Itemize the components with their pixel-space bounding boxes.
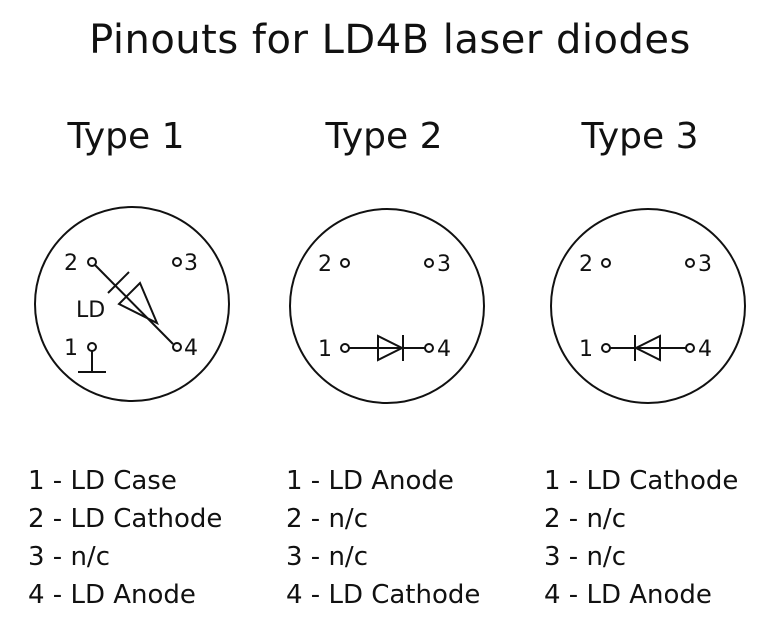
type-2-pin-4-desc: 4 - LD Cathode [286,580,481,610]
type-2-heading: Type 2 [325,116,443,157]
type-3-pin-4-desc: 4 - LD Anode [544,580,712,610]
type-2-pin-1-label: 1 [318,337,332,362]
type-3-pin-2-label: 2 [579,252,593,277]
type-2-diode-triangle [377,334,405,362]
type-3-pin-4-dot [685,343,695,353]
page-title: Pinouts for LD4B laser diodes [89,17,691,63]
type-2-pin-1-desc: 1 - LD Anode [286,466,454,496]
type-1-pin-2-desc: 2 - LD Cathode [28,504,223,534]
type-2-package-outline [289,208,485,404]
type-1-pin-list: 1 - LD Case 2 - LD Cathode 3 - n/c 4 - L… [28,462,222,614]
type-2-pin-2-dot [340,258,350,268]
type-3-pin-2-desc: 2 - n/c [544,504,626,534]
type-3-package-outline [550,208,746,404]
type-1-diode-bar [107,271,130,294]
type-1-pin-2-label: 2 [64,251,78,276]
type-2-pin-1-dot [340,343,350,353]
type-2-pin-3-label: 3 [437,252,451,277]
type-1-diagram [34,206,230,402]
type-3-heading: Type 3 [581,116,699,157]
type-1-pin-2-dot [87,257,97,267]
type-1-ld-label: LD [76,298,105,323]
type-1-pin-4-label: 4 [184,336,198,361]
type-1-pin-3-label: 3 [184,251,198,276]
type-2-pin-2-label: 2 [318,252,332,277]
type-1-pin-1-dot [87,342,97,352]
type-2-pin-4-label: 4 [437,337,451,362]
type-2-pin-3-desc: 3 - n/c [286,542,368,572]
type-2-pin-3-dot [424,258,434,268]
type-3-pin-1-dot [601,343,611,353]
type-2-diagram [289,208,485,404]
type-1-package-outline [34,206,230,402]
type-2-pin-4-dot [424,343,434,353]
type-1-heading: Type 1 [67,116,185,157]
type-1-pin-3-desc: 3 - n/c [28,542,110,572]
type-3-pin-4-label: 4 [698,337,712,362]
type-1-pin-1-label: 1 [64,336,78,361]
type-3-pin-1-desc: 1 - LD Cathode [544,466,739,496]
type-3-pin-1-label: 1 [579,337,593,362]
type-1-diode-lead [94,264,174,345]
type-2-pin-list: 1 - LD Anode 2 - n/c 3 - n/c 4 - LD Cath… [286,462,480,614]
type-3-pin-list: 1 - LD Cathode 2 - n/c 3 - n/c 4 - LD An… [544,462,738,614]
type-3-pin-3-desc: 3 - n/c [544,542,626,572]
type-1-diode-triangle [117,281,159,326]
type-2-pin-2-desc: 2 - n/c [286,504,368,534]
type-1-pin-1-desc: 1 - LD Case [28,466,177,496]
type-1-pin-4-dot [172,342,182,352]
type-3-pin-2-dot [601,258,611,268]
type-1-pin-4-desc: 4 - LD Anode [28,580,196,610]
type-3-diode-triangle [633,334,661,362]
type-3-pin-3-dot [685,258,695,268]
type-3-pin-3-label: 3 [698,252,712,277]
type-3-diagram [550,208,746,404]
type-1-pin-3-dot [172,257,182,267]
